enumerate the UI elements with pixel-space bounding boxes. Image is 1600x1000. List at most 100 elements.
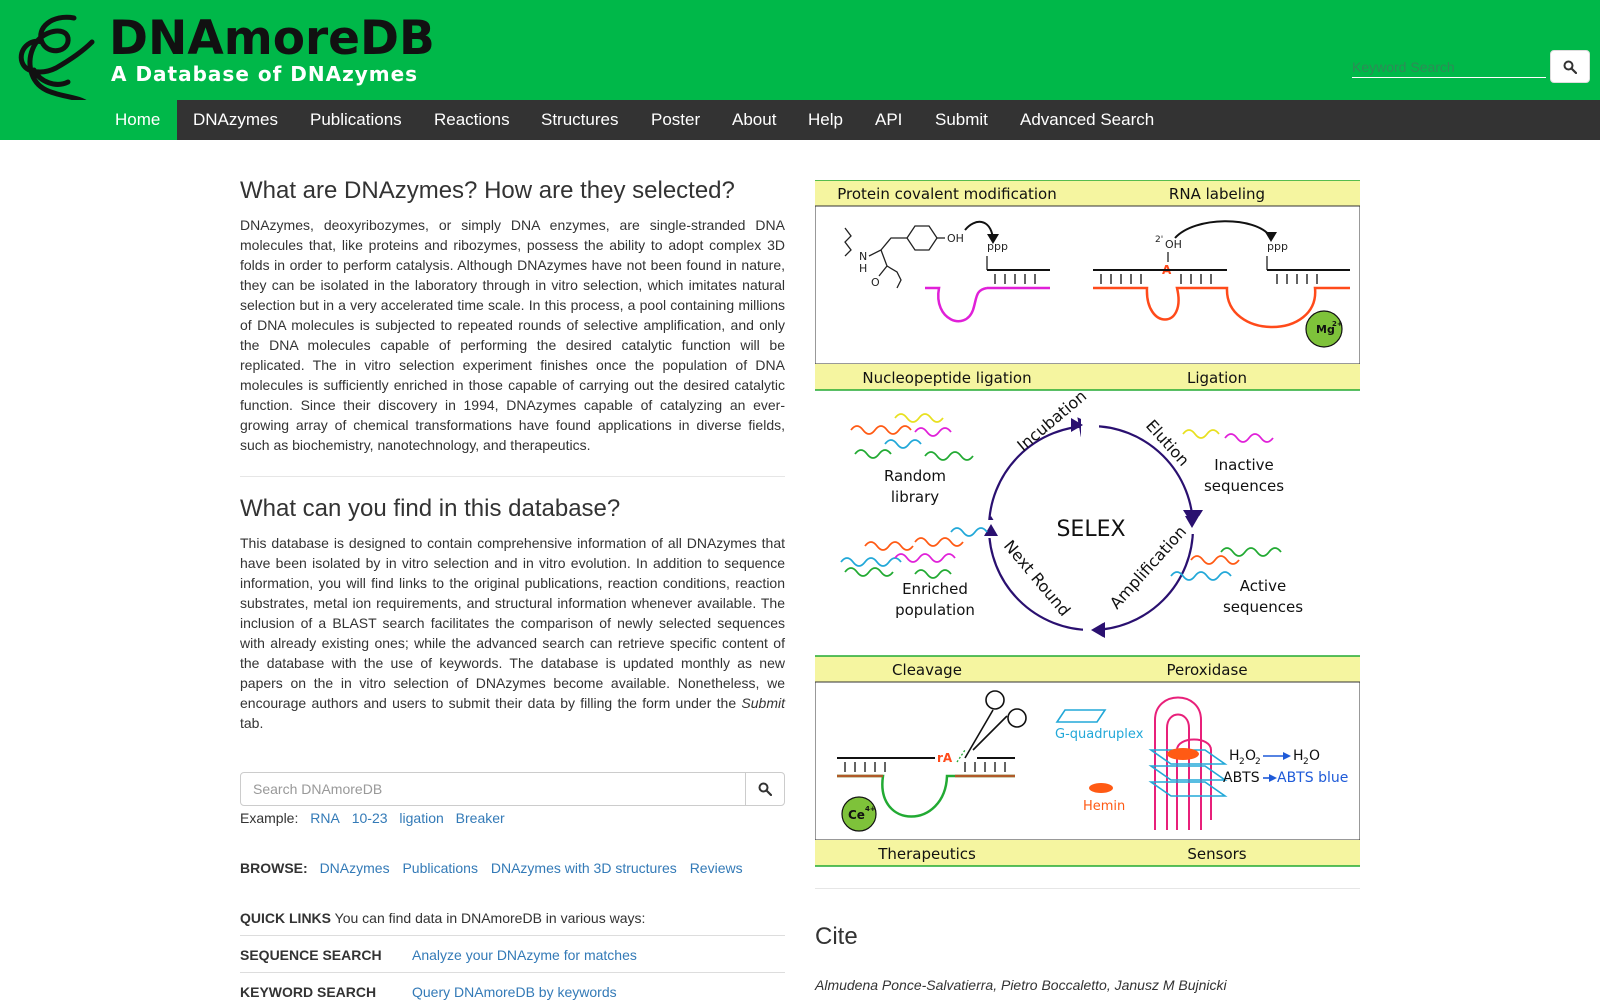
nav-item-dnazymes[interactable]: DNAzymes [193,110,279,129]
chem-label: O [871,276,880,289]
find-heading: What can you find in this database? [240,495,621,522]
chem-label: ppp [987,240,1008,253]
quick-link-keyword-search[interactable]: Query DNAmoreDB by keywords [412,984,617,1000]
database-search-input[interactable] [240,772,746,806]
browse-link-3d-structures[interactable]: DNAzymes with 3D structures [490,860,677,876]
pool-label: Active [1240,577,1286,595]
nav-item-structures[interactable]: Structures [541,110,619,129]
chem-label: H [859,262,867,275]
database-search-button[interactable] [745,772,785,806]
pool-label: library [891,488,939,506]
band-label: Protein covalent modification [837,185,1057,203]
pool-label: sequences [1223,598,1303,616]
section-divider [240,476,785,477]
band-label: Nucleopeptide ligation [862,369,1031,387]
cycle-step-label: Next Round [1000,536,1074,619]
search-examples: Example: RNA 10-23 ligation Breaker [240,808,513,828]
cite-divider [815,888,1360,889]
nav-item-poster[interactable]: Poster [651,110,701,129]
quick-link-label-sequence-search: SEQUENCE SEARCH [240,947,382,963]
band-fill [815,656,1360,682]
chem-label: ABTS blue [1277,770,1348,786]
quick-links-text: You can find data in DNAmoreDB in variou… [334,910,646,926]
band-label: Sensors [1187,845,1246,863]
dnazyme-logo-icon[interactable] [12,12,96,116]
selex-cycle-diagram: SELEX Incubation Elution Amplification N… [981,386,1203,640]
band-fill [815,364,1360,390]
cite-authors: Almudena Ponce-Salvatierra, Pietro Bocca… [815,977,1227,993]
chem-label: 2+ [1332,320,1343,328]
chem-label: H [1293,748,1304,764]
nav-bar [100,100,1600,140]
example-link-ligation[interactable]: ligation [399,810,444,826]
selex-label: SELEX [1056,517,1125,542]
nav-item-submit[interactable]: Submit [935,110,988,129]
chem-label: rA [937,751,953,765]
quick-link-label-keyword-search: KEYWORD SEARCH [240,984,377,1000]
find-paragraph-submit-em: Submit [741,695,785,711]
browse-link-dnazymes[interactable]: DNAzymes [319,860,390,876]
band-label: Peroxidase [1166,661,1247,679]
browse-links: BROWSE: DNAzymes Publications DNAzymes w… [240,858,752,878]
dnazyme-overview-figure: Protein covalent modification RNA labeli… [815,180,1360,867]
example-link-breaker[interactable]: Breaker [455,810,505,826]
chem-label: 2 [1255,757,1261,767]
site-subtitle: A Database of DNAzymes [111,62,419,86]
nav-item-help[interactable]: Help [808,110,843,129]
browse-link-publications[interactable]: Publications [402,860,478,876]
chem-label: ABTS [1223,770,1260,786]
mg-ion-icon [1305,310,1343,348]
quick-links-label: QUICK LINKS [240,910,331,926]
header-search-button[interactable] [1550,50,1590,83]
reactions-panel-bottom [815,681,1360,841]
band-fill [815,180,1360,206]
figure-band-bottom: Therapeutics Sensors [815,840,1360,867]
header-search-input[interactable] [1352,56,1546,78]
band-label: Ligation [1187,369,1247,387]
chem-label: OH [1165,238,1182,251]
chem-label: G-quadruplex [1055,727,1144,742]
pool-label: population [895,601,975,619]
main-nav: Home DNAzymes Publications Reactions Str… [0,100,1600,140]
intro-heading: What are DNAzymes? How are they selected… [240,177,735,204]
chem-label: ppp [1267,240,1288,253]
nav-item-reactions[interactable]: Reactions [434,110,510,129]
chem-label: Ce [848,808,865,822]
find-paragraph-text: This database is designed to contain com… [240,535,785,711]
site-title[interactable]: DNAmoreDB [109,11,435,66]
nav-item-publications[interactable]: Publications [310,110,402,129]
example-link-10-23[interactable]: 10-23 [351,810,388,826]
chem-label: O [1245,748,1256,764]
pool-label: sequences [1204,477,1284,495]
nav-item-api[interactable]: API [875,110,903,129]
intro-paragraph: DNAzymes, deoxyribozymes, or simply DNA … [240,217,785,453]
chem-label: Hemin [1083,799,1125,814]
chem-label: O [1309,748,1320,764]
quick-link-sequence-search[interactable]: Analyze your DNAzyme for matches [412,947,637,963]
ce-ion-icon [841,796,877,832]
cleavage-diagram: rA Ce 4+ [837,690,1027,832]
example-link-rna[interactable]: RNA [310,810,340,826]
find-paragraph: This database is designed to contain com… [240,533,785,733]
quick-links-divider [240,972,785,973]
nav-item-about[interactable]: About [732,110,777,129]
pool-label: Random [884,467,946,485]
quick-links-intro: QUICK LINKS You can find data in DNAmore… [240,908,645,928]
cite-heading: Cite [815,923,858,950]
browse-link-reviews[interactable]: Reviews [689,860,743,876]
reactions-panel-top [815,205,1360,365]
search-icon [1563,60,1577,74]
search-icon [758,782,772,796]
chem-label: 2' [1155,235,1163,245]
quick-links-divider [240,935,785,936]
chem-label: N [859,250,867,263]
chem-label: 4+ [865,805,876,813]
chem-label: OH [947,232,964,245]
site-header: DNAmoreDB A Database of DNAzymes [0,0,1600,111]
chem-label: H [1229,748,1240,764]
pool-label: Enriched [902,580,968,598]
chem-label: 2 [1303,757,1309,767]
nav-item-advanced-search[interactable]: Advanced Search [1020,110,1155,129]
chem-label: 2 [1239,757,1245,767]
nav-item-home[interactable]: Home [100,100,177,140]
